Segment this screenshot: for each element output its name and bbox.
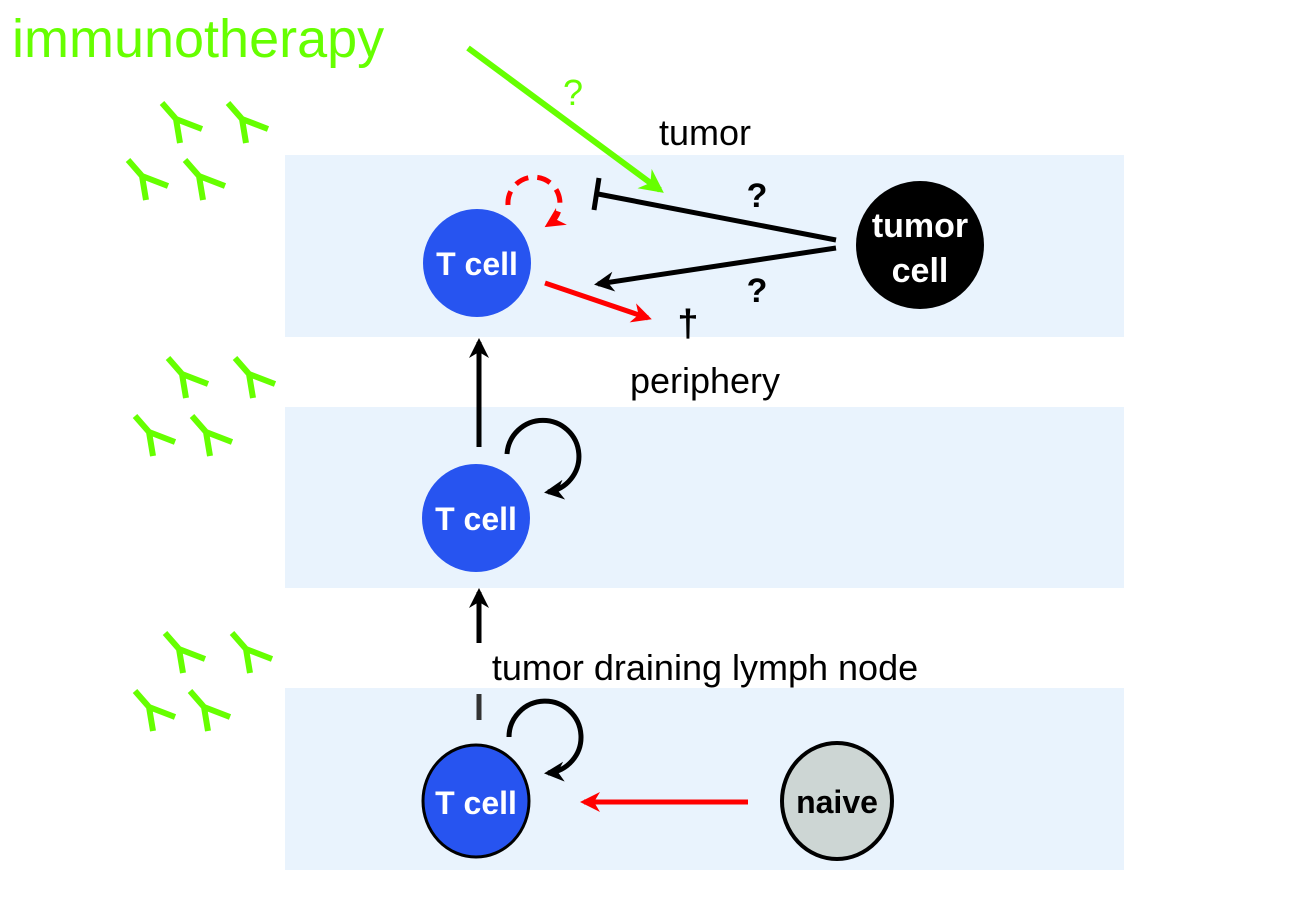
antibody-icon (168, 358, 208, 398)
antibody-icon (135, 691, 175, 731)
inhibition-arrow (591, 177, 837, 243)
tcell-periphery-label: T cell (435, 501, 517, 537)
antibody-icon (192, 416, 232, 456)
death-dagger-icon: † (677, 303, 698, 345)
self-renew-arrow-lymph (506, 698, 584, 782)
tumor-cell-label-line1: tumor (872, 207, 968, 245)
activation-arrow (594, 245, 837, 292)
immunotherapy-question: ? (563, 72, 583, 113)
tcell-tumor-label: T cell (436, 246, 518, 282)
antibody-cluster-tumor (128, 103, 268, 200)
activation-question: ? (747, 272, 768, 310)
antibody-icon (185, 160, 225, 200)
immunotherapy-arrow (466, 45, 664, 193)
antibody-cluster-periphery (135, 358, 275, 456)
inhibition-question: ? (747, 177, 768, 215)
tcell-periphery-node (422, 464, 530, 572)
antibody-icon (165, 633, 205, 673)
self-renew-arrow-periphery (504, 417, 582, 500)
antibody-icon (135, 416, 175, 456)
compartment-label-tumor: tumor (659, 112, 751, 153)
tcell-lymph-label: T cell (435, 785, 517, 821)
tumor-cell-node (856, 181, 984, 309)
antibody-icon (235, 358, 275, 398)
antibody-cluster-lymph (135, 633, 272, 731)
naive-cell-label: naive (796, 784, 878, 820)
tcell-lymph-node (421, 743, 531, 859)
periphery-panel (285, 407, 1124, 588)
lymph-node-panel (285, 688, 1124, 870)
antibody-icon (128, 160, 168, 200)
antibody-icon (190, 691, 230, 731)
immunotherapy-label: immunotherapy (12, 9, 384, 69)
death-arrow (544, 280, 652, 323)
compartment-label-lymph: tumor draining lymph node (492, 647, 918, 688)
tumor-cell-label-line2: cell (892, 252, 949, 290)
antibody-icon (162, 103, 202, 143)
self-renew-dashed-arrow (505, 174, 567, 228)
tumor-panel (285, 155, 1124, 337)
naive-cell-node (780, 741, 894, 861)
tcell-tumor-node (423, 209, 531, 317)
antibody-icon (232, 633, 272, 673)
compartment-label-periphery: periphery (630, 360, 780, 401)
antibody-icon (228, 103, 268, 143)
